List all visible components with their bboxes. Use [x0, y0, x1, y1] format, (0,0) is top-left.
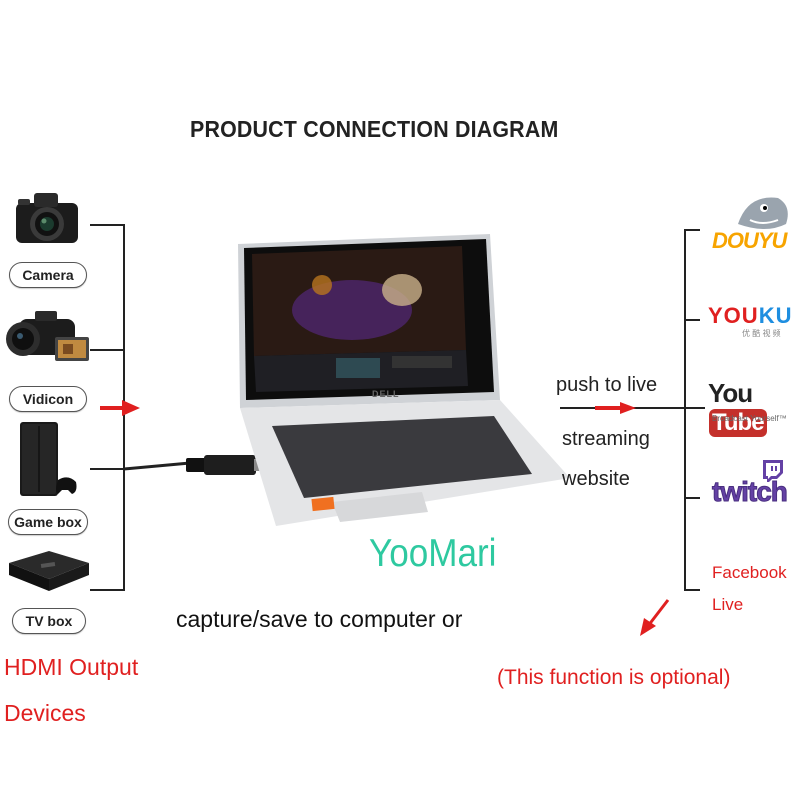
twitch-glitch-icon [760, 458, 786, 482]
youtube-you: You [708, 378, 753, 408]
device-label-tv-box: TV box [12, 608, 86, 634]
twitch-text: twitch [712, 476, 789, 508]
youtube-tube: Tube [709, 409, 767, 437]
camera-icon [14, 185, 80, 251]
hdmi-label-line2: Devices [4, 700, 86, 726]
laptop-brand-logo: DELL [372, 389, 400, 399]
capture-text: capture/save to computer or [176, 606, 463, 632]
game-console-icon [18, 420, 78, 500]
laptop [232, 230, 572, 530]
youku-logo: YOUKU [708, 303, 792, 329]
device-label-game-box: Game box [8, 509, 88, 535]
push-text-line3: website [562, 468, 630, 490]
youku-ku: KU [758, 303, 793, 328]
youtube-subtext: Broadcast Yourself™ [712, 414, 787, 423]
youku-subtext: 优 酷 视 频 [742, 329, 781, 338]
douyu-text: DOUYU [712, 228, 787, 253]
youtube-logo: YouTube [708, 378, 800, 437]
facebook-live-line2: Live [712, 595, 744, 614]
facebook-live-line1: Facebook [712, 563, 787, 582]
diagram-title: PRODUCT CONNECTION DIAGRAM [190, 116, 559, 142]
optional-note: (This function is optional) [497, 666, 731, 689]
youku-you: YOU [708, 303, 759, 328]
hdmi-label-line1: HDMI Output [4, 654, 139, 680]
tv-box-icon [5, 545, 91, 595]
camcorder-icon [5, 305, 93, 371]
douyu-logo [704, 190, 800, 266]
push-text-line1: push to live [556, 374, 658, 396]
device-label-vidicon: Vidicon [9, 386, 87, 412]
brand-name: YooMari [369, 532, 497, 575]
push-text-line2: streaming [562, 428, 650, 450]
device-label-camera: Camera [9, 262, 87, 288]
